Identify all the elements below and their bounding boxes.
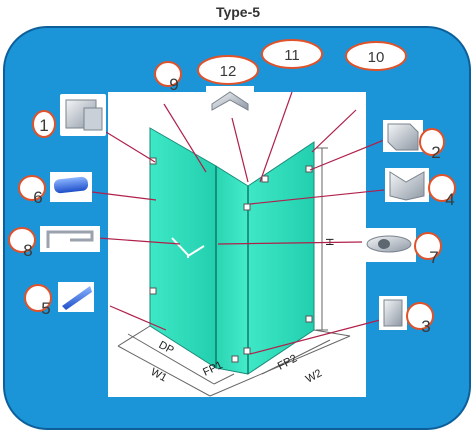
- callout-7: 7: [414, 232, 442, 267]
- corner-connector-part-icon: [206, 86, 254, 114]
- svg-text:3: 3: [421, 317, 430, 336]
- diagram-title: Type-5: [215, 4, 261, 20]
- svg-text:1: 1: [39, 116, 48, 135]
- bottom-seal-part-icon: [58, 282, 94, 312]
- callout-3: 3: [406, 302, 434, 336]
- glass-panels: [149, 127, 315, 375]
- towel-bar-part-icon: [40, 226, 100, 252]
- glass-clamp-small-part-icon: [379, 296, 407, 330]
- svg-text:12: 12: [220, 63, 237, 80]
- callout-2: 2: [419, 128, 445, 162]
- knob-part-icon: [362, 228, 416, 262]
- svg-text:11: 11: [284, 47, 300, 64]
- dim-fp2: FP2: [276, 353, 299, 373]
- callout-12: 12: [197, 55, 259, 85]
- svg-text:5: 5: [41, 299, 50, 318]
- callout-6: 6: [18, 175, 46, 207]
- svg-text:6: 6: [33, 188, 42, 207]
- svg-text:2: 2: [431, 143, 440, 162]
- fixed-panel-right: [247, 141, 315, 375]
- corner-clamp-part-icon: [385, 168, 429, 202]
- glass-clamp-part-icon: [383, 120, 423, 152]
- callout-11: 11: [261, 39, 323, 69]
- callout-9: 9: [154, 61, 182, 94]
- leader-lines: [91, 91, 385, 355]
- dim-dp: DP: [157, 339, 176, 357]
- svg-text:10: 10: [368, 49, 385, 66]
- callout-1: 1: [32, 110, 56, 138]
- svg-text:7: 7: [429, 248, 438, 267]
- callout-4: 4: [428, 174, 456, 209]
- svg-text:4: 4: [445, 190, 454, 209]
- side-seal-part-icon: [50, 172, 92, 202]
- fixed-panel-left: [149, 127, 217, 369]
- hinge-part-icon: [60, 94, 106, 136]
- callout-5: 5: [24, 284, 52, 318]
- svg-text:9: 9: [169, 75, 178, 94]
- svg-text:8: 8: [23, 241, 32, 260]
- dim-w2: W2: [304, 367, 324, 385]
- callout-8: 8: [8, 227, 36, 260]
- door-panel: [215, 165, 249, 375]
- dim-w1: W1: [149, 366, 169, 384]
- callout-10: 10: [345, 41, 407, 71]
